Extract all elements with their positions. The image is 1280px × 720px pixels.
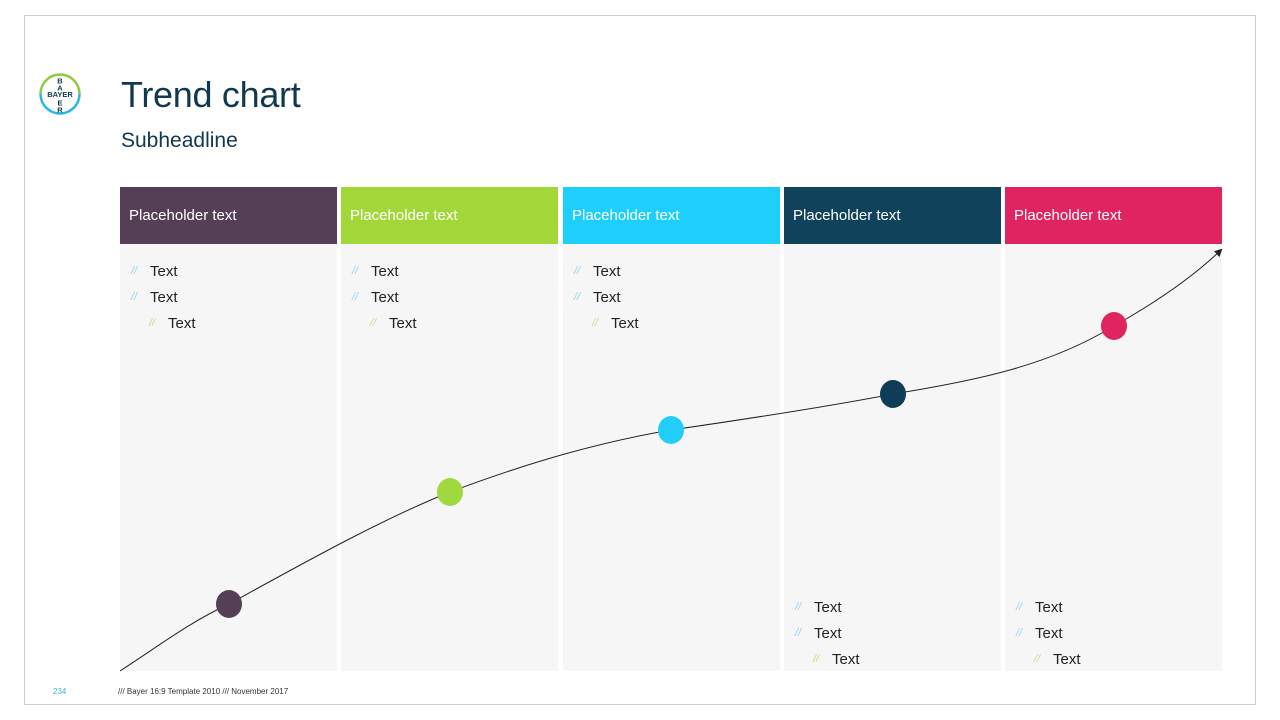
column-2: Placeholder text // Text // Text // Text: [341, 187, 558, 671]
bullet-mark: //: [592, 317, 599, 329]
bullet-mark: //: [795, 601, 802, 613]
footer-text: /// Bayer 16:9 Template 2010 /// Novembe…: [118, 687, 289, 696]
bullet-list: // Text // Text // Text: [563, 258, 780, 336]
list-item: // Text: [1005, 594, 1222, 620]
column-4: Placeholder text // Text // Text // Text: [784, 187, 1001, 671]
bullet-mark: //: [574, 265, 581, 277]
svg-text:A: A: [57, 84, 63, 93]
bullet-text: Text: [593, 288, 621, 306]
bullet-text: Text: [593, 262, 621, 280]
svg-text:B: B: [57, 77, 63, 86]
bullet-list: // Text // Text // Text: [1005, 594, 1222, 672]
slide-frame: [24, 15, 1256, 705]
list-item: // Text: [1005, 646, 1222, 672]
column-header: Placeholder text: [1005, 187, 1222, 244]
bullet-text: Text: [168, 314, 196, 332]
bullet-mark: //: [131, 265, 138, 277]
column-header: Placeholder text: [784, 187, 1001, 244]
bullet-text: Text: [1053, 650, 1081, 668]
list-item: // Text: [341, 284, 558, 310]
list-item: // Text: [784, 620, 1001, 646]
bullet-mark: //: [1034, 653, 1041, 665]
page-subtitle: Subheadline: [121, 129, 238, 152]
bullet-text: Text: [611, 314, 639, 332]
list-item: // Text: [120, 310, 337, 336]
list-item: // Text: [1005, 620, 1222, 646]
bullet-text: Text: [150, 262, 178, 280]
svg-text:BAYER: BAYER: [47, 90, 73, 99]
bullet-mark: //: [149, 317, 156, 329]
trend-point-5: [1101, 312, 1127, 340]
list-item: // Text: [341, 310, 558, 336]
bullet-text: Text: [389, 314, 417, 332]
column-header: Placeholder text: [563, 187, 780, 244]
trend-point-1: [216, 590, 242, 618]
bullet-text: Text: [1035, 624, 1063, 642]
bullet-mark: //: [370, 317, 377, 329]
bullet-list: // Text // Text // Text: [341, 258, 558, 336]
bullet-text: Text: [814, 624, 842, 642]
list-item: // Text: [341, 258, 558, 284]
list-item: // Text: [563, 258, 780, 284]
bullet-mark: //: [1016, 601, 1023, 613]
bullet-mark: //: [131, 291, 138, 303]
bullet-text: Text: [371, 288, 399, 306]
list-item: // Text: [784, 594, 1001, 620]
trend-point-2: [437, 478, 463, 506]
column-header: Placeholder text: [341, 187, 558, 244]
trend-point-3: [658, 416, 684, 444]
bullet-text: Text: [371, 262, 399, 280]
list-item: // Text: [120, 284, 337, 310]
bullet-mark: //: [813, 653, 820, 665]
page-number: 234: [53, 687, 67, 696]
trend-point-4: [880, 380, 906, 408]
list-item: // Text: [563, 284, 780, 310]
trend-curve: [119, 248, 1223, 672]
column-header: Placeholder text: [120, 187, 337, 244]
bullet-list: // Text // Text // Text: [784, 594, 1001, 672]
bullet-mark: //: [1016, 627, 1023, 639]
column-5: Placeholder text // Text // Text // Text: [1005, 187, 1222, 671]
bullet-text: Text: [150, 288, 178, 306]
bullet-mark: //: [574, 291, 581, 303]
page-title: Trend chart: [121, 74, 301, 115]
list-item: // Text: [784, 646, 1001, 672]
bullet-mark: //: [795, 627, 802, 639]
svg-text:R: R: [57, 106, 63, 115]
bullet-mark: //: [352, 291, 359, 303]
bullet-text: Text: [814, 598, 842, 616]
svg-text:E: E: [57, 99, 62, 108]
bullet-list: // Text // Text // Text: [120, 258, 337, 336]
list-item: // Text: [120, 258, 337, 284]
list-item: // Text: [563, 310, 780, 336]
bullet-text: Text: [832, 650, 860, 668]
bullet-text: Text: [1035, 598, 1063, 616]
bullet-mark: //: [352, 265, 359, 277]
